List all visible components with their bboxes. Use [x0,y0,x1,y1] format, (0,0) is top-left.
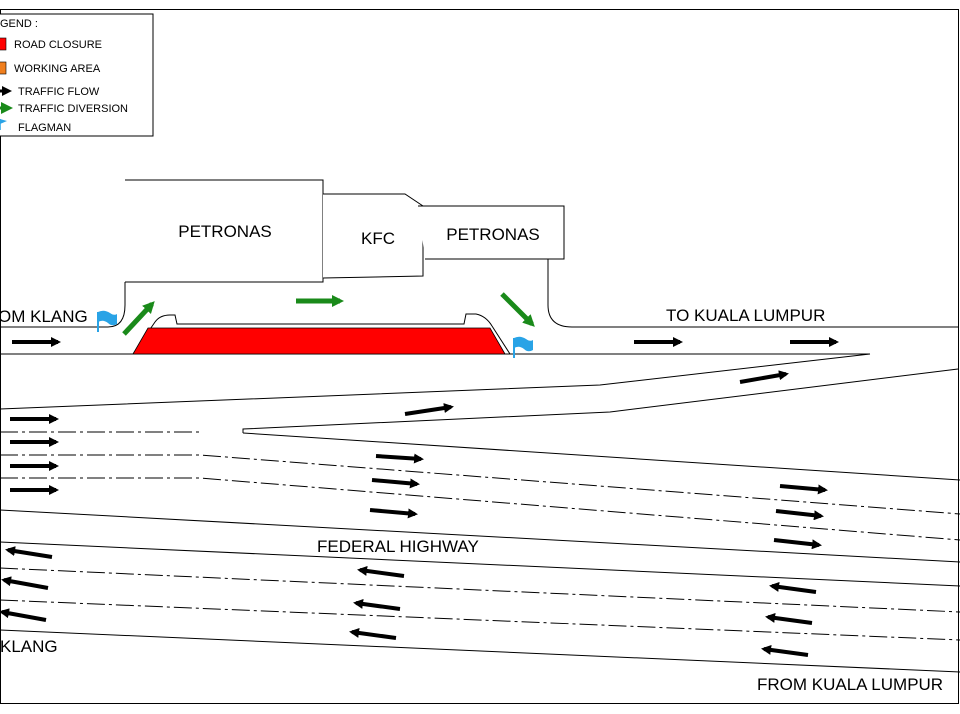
road-closure-area [132,327,506,355]
legend-box [0,13,154,137]
hw-lane-line-3 [0,477,960,541]
legend-working-area: WORKING AREA [14,63,101,75]
traffic-flow-arrow [769,581,817,594]
legend-title: GEND : [0,18,38,30]
working-area-swatch-icon [0,61,7,75]
legend-flagman: FLAGMAN [18,122,71,134]
traffic-flow-arrows [0,337,839,657]
traffic-flow-arrow [349,627,397,640]
traffic-flow-arrow [739,370,789,384]
traffic-flow-arrow [369,508,418,519]
from-klang-label: OM KLANG [0,307,88,326]
traffic-flow-arrow [375,453,424,464]
to-klang-label: KLANG [0,637,58,656]
traffic-flow-arrow [761,644,809,657]
ramp-upper-edge [0,353,871,410]
buildings: PETRONAS KFC PETRONAS [125,179,565,283]
legend-traffic-diversion: TRAFFIC DIVERSION [18,103,128,115]
ramp-gore-edge [242,432,960,481]
federal-highway [0,431,960,673]
legend: GEND : ROAD CLOSURE WORKING AREA TRAFFIC… [0,13,154,137]
traffic-flow-arrow [765,612,813,625]
petronas-label-1: PETRONAS [178,222,272,241]
traffic-flow-arrow [357,565,405,578]
flagman-icon [0,119,7,130]
hw-lane-line-2 [0,454,960,515]
traffic-flow-arrow [0,608,47,622]
hw-lane-line-4 [0,567,960,613]
hw-median-top [0,509,960,563]
petronas-label-2: PETRONAS [446,225,540,244]
federal-highway-label: FEDERAL HIGHWAY [317,537,479,556]
traffic-flow-arrow [5,546,53,559]
traffic-flow-arrow [775,509,824,521]
service-road-edge-left [0,282,126,328]
traffic-flow-arrow [371,478,420,489]
merge-ramp [0,353,960,481]
hw-bottom-edge [0,629,960,673]
road-closure-swatch-icon [0,37,7,51]
flagman-icon [97,310,117,332]
traffic-flow-arrow [779,484,828,495]
closure-island-outline [132,313,511,355]
traffic-flow-arrow [773,538,822,550]
hw-median-bottom [0,541,960,587]
traffic-flow-arrow [353,598,401,611]
traffic-diversion-arrow [500,292,535,327]
service-road-edge-right [547,259,958,328]
hw-lane-line-5 [0,599,960,641]
legend-traffic-flow: TRAFFIC FLOW [18,86,100,98]
petronas-building-2 [418,205,565,260]
map-frame [0,9,959,704]
traffic-flow-arrow [404,403,454,416]
flagman-icon [513,336,533,358]
legend-road-closure: ROAD CLOSURE [14,39,102,51]
traffic-diversion-arrow [122,301,155,336]
traffic-flow-arrow [1,576,49,590]
traffic-diversion-arrows [122,292,535,336]
from-kuala-lumpur-label: FROM KUALA LUMPUR [757,675,943,694]
to-kuala-lumpur-label: TO KUALA LUMPUR [666,306,825,325]
ramp-lower-edge [242,368,959,433]
kfc-label: KFC [361,229,395,248]
